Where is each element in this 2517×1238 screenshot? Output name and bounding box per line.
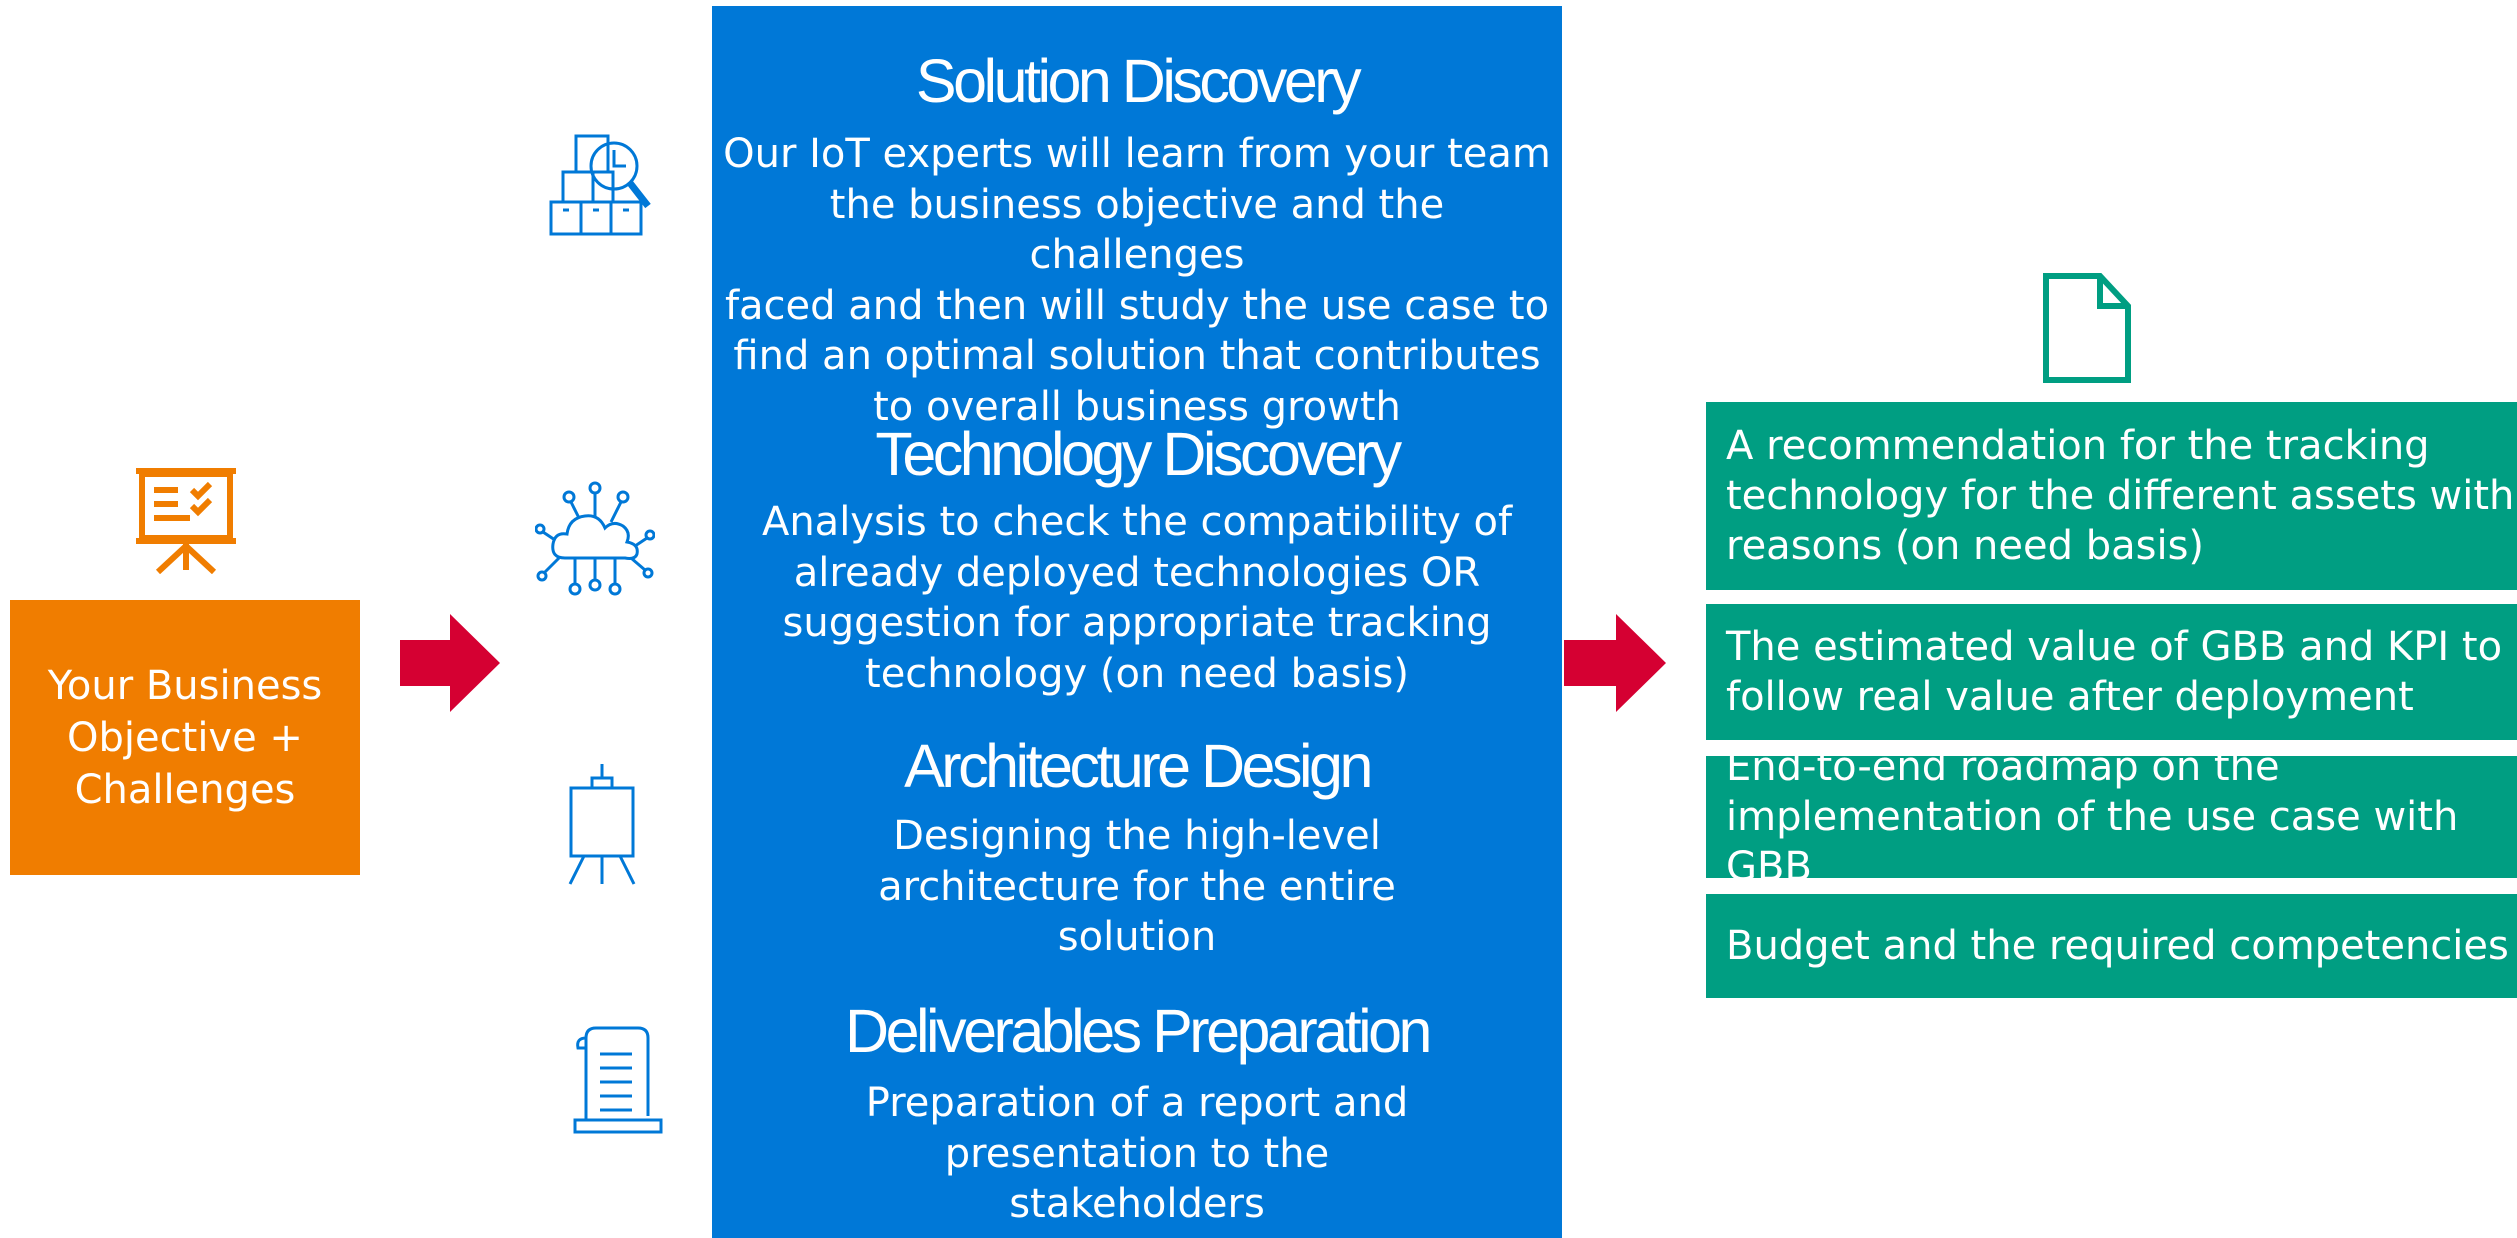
section-body: Preparation of a report and presentation… (865, 1080, 1409, 1227)
document-scroll-icon (572, 1026, 664, 1136)
analysis-boxes-magnifier-icon (548, 130, 656, 240)
arrow-right-icon (1564, 614, 1666, 716)
document-icon (2042, 272, 2132, 384)
output-text: Budget and the required competencies (1726, 923, 2509, 969)
easel-icon (566, 762, 638, 886)
section-body: Analysis to check the compatibility of a… (761, 499, 1513, 697)
output-text: End-to-end roadmap on the implementation… (1726, 744, 2459, 890)
output-box: End-to-end roadmap on the implementation… (1706, 744, 2517, 890)
section-title: Solution Discovery (915, 47, 1362, 115)
arrow-right-icon (400, 614, 500, 716)
section-body: Our IoT experts will learn from your tea… (723, 131, 1551, 430)
output-text: A recommendation for the tracking techno… (1726, 423, 2515, 569)
output-box: Budget and the required competencies (1706, 894, 2517, 998)
section-body: Designing the high-level architecture fo… (878, 813, 1396, 960)
cloud-network-icon (535, 480, 655, 602)
output-text: The estimated value of GBB and KPI to fo… (1726, 624, 2503, 720)
section-title: Technology Discovery (875, 420, 1402, 488)
output-box: The estimated value of GBB and KPI to fo… (1706, 604, 2517, 740)
process-panel: Solution Discovery Our IoT experts will … (712, 6, 1562, 1238)
business-objective-label: Your Business Objective + Challenges (47, 662, 323, 813)
section-title: Architecture Design (904, 732, 1373, 800)
output-box: A recommendation for the tracking techno… (1706, 402, 2517, 590)
presentation-board-icon (132, 466, 240, 574)
section-title: Deliverables Preparation (845, 997, 1432, 1065)
business-objective-box: Your Business Objective + Challenges (10, 600, 360, 875)
